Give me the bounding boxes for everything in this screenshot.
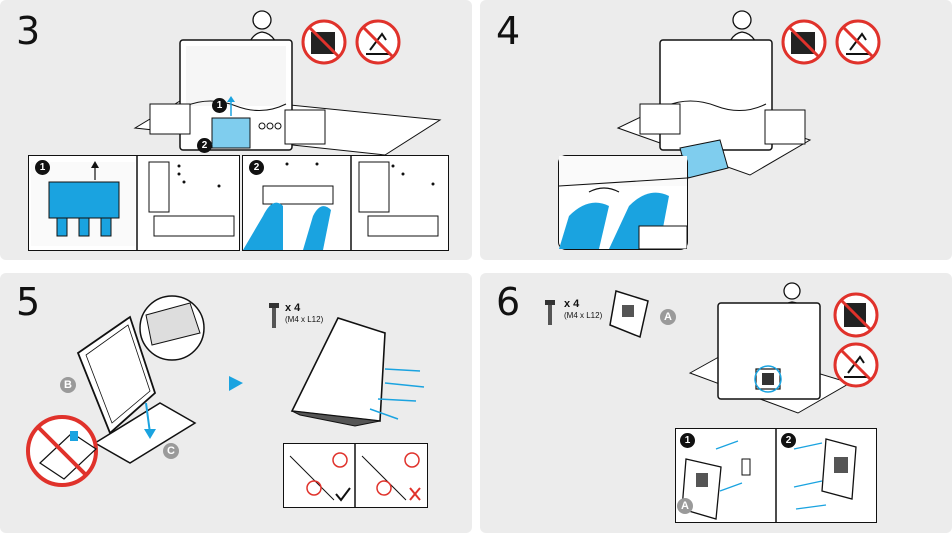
- part-label-a: A: [677, 498, 693, 514]
- sub-step-label: 2: [781, 433, 796, 448]
- sub-step-label: 2: [197, 138, 212, 153]
- no-pressing-icon: [835, 19, 881, 65]
- detail-frame-2: [242, 155, 449, 251]
- screw-spec: (M4 x L12): [285, 315, 324, 324]
- screw-icon: [269, 303, 279, 328]
- step-6-illustration: [545, 282, 879, 414]
- correct-vs-wrong-frame: [283, 443, 428, 508]
- step-3-panel: 3: [0, 0, 472, 260]
- screw-spec: (M4 x L12): [564, 311, 603, 320]
- step-4-illustration: [616, 10, 881, 179]
- part-label-c: C: [163, 443, 179, 459]
- sub-step-label: 1: [680, 433, 695, 448]
- step-3-illustration: [133, 10, 442, 156]
- part-label-a: A: [660, 309, 676, 325]
- step-number: 4: [496, 9, 521, 53]
- no-lifting-icon: [301, 19, 347, 65]
- step-number: 5: [16, 280, 41, 324]
- detail-frame: [675, 428, 877, 523]
- check-icon: [335, 487, 351, 502]
- step-number: 3: [16, 9, 41, 53]
- sub-step-label: 2: [249, 160, 264, 175]
- cross-icon: [409, 487, 421, 501]
- step-5-panel: 5: [0, 273, 472, 533]
- screw-quantity: x 4: [285, 302, 301, 314]
- detail-frame-1: [28, 155, 240, 251]
- play-arrow-icon: [229, 376, 243, 391]
- step-4-panel: 4: [480, 0, 952, 260]
- step-6-panel: 6: [480, 273, 952, 533]
- part-label-b: B: [60, 377, 76, 393]
- screw-quantity: x 4: [564, 298, 580, 310]
- detail-frame: [558, 155, 688, 250]
- sub-step-label: 1: [212, 98, 227, 113]
- no-pressing-icon: [355, 19, 401, 65]
- screw-icon: [545, 300, 555, 325]
- step-5-illustration: [26, 295, 425, 487]
- no-lifting-icon: [781, 19, 827, 65]
- sub-step-label: 1: [35, 160, 50, 175]
- no-lifting-icon: [26, 415, 98, 487]
- step-number: 6: [496, 280, 521, 324]
- no-lifting-icon: [833, 292, 879, 338]
- no-pressing-icon: [833, 342, 879, 388]
